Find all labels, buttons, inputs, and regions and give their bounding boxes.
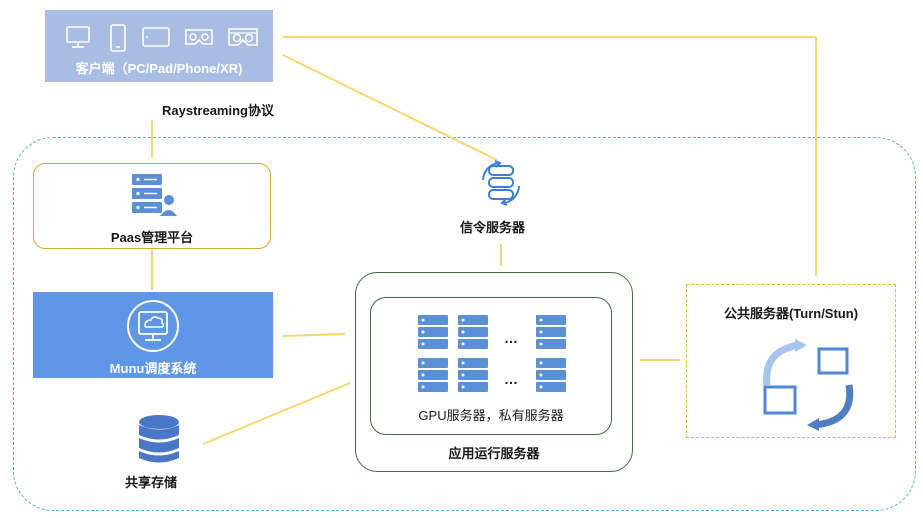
server-admin-icon: [132, 174, 177, 216]
server-rack-icon: [536, 358, 566, 392]
server-rack-icon: [458, 358, 488, 392]
desktop-icon: [66, 26, 90, 48]
client-title: 客户端（PC/Pad/Phone/XR): [75, 61, 243, 76]
deployment-region: [13, 137, 916, 511]
server-rack-icon: [536, 315, 566, 349]
client-to-signaling-line: [282, 54, 498, 161]
database-icon: [139, 415, 179, 463]
paas-label: Paas管理平台: [110, 230, 194, 245]
signaling-label: 信令服务器: [460, 220, 526, 235]
client-box: 客户端（PC/Pad/Phone/XR): [45, 10, 273, 82]
vr-headset-icon: [185, 29, 213, 45]
turn-stun-relay-icon: [763, 339, 854, 431]
cloud-scheduler-icon: [127, 300, 179, 352]
app-server-label: 应用运行服务器: [448, 446, 540, 461]
server-rack-icons: [418, 315, 566, 392]
public-server-box: 公共服务器(Turn/Stun): [686, 284, 896, 438]
munu-label: Munu调度系统: [109, 361, 197, 376]
ellipsis-row-1: …: [504, 330, 518, 346]
xr-glasses-icon: [228, 28, 258, 46]
paas-platform-box: Paas管理平台: [33, 163, 271, 249]
gpu-server-label: GPU服务器，私有服务器: [418, 408, 564, 423]
tablet-icon: [142, 27, 170, 47]
server-rack-icon: [418, 315, 448, 349]
public-server-label: 公共服务器(Turn/Stun): [723, 306, 859, 321]
signaling-server-icon: [482, 160, 520, 206]
munu-to-app-line: [282, 333, 346, 337]
server-rack-icon: [458, 315, 488, 349]
ellipsis-row-2: …: [504, 371, 518, 387]
storage-to-app-line: [202, 382, 351, 445]
gpu-server-group: [370, 297, 612, 435]
phone-icon: [110, 24, 126, 52]
munu-scheduler-box: Munu调度系统: [33, 292, 273, 378]
storage-label: 共享存储: [125, 475, 178, 490]
server-rack-icon: [418, 358, 448, 392]
protocol-label: Raystreaming协议: [162, 103, 274, 118]
app-server-group: [355, 272, 633, 472]
